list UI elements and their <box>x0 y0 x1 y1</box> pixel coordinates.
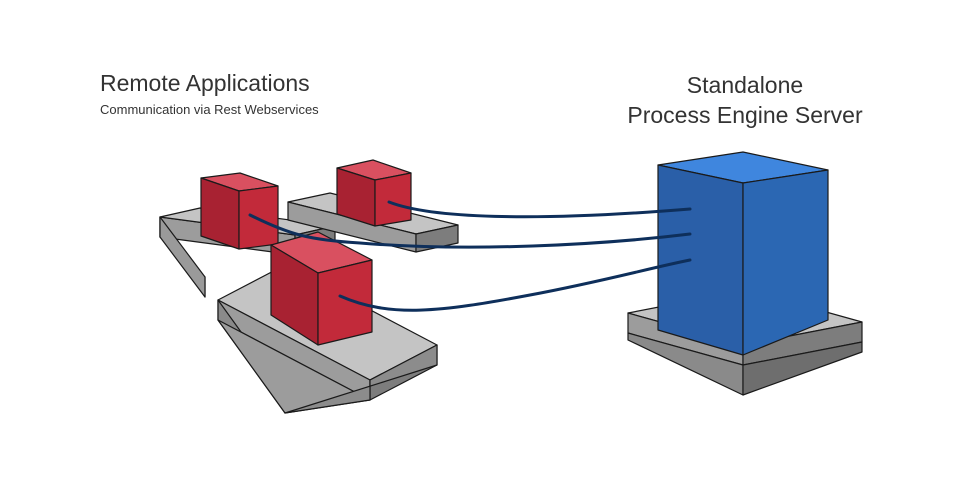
app-cube-1 <box>200 172 279 250</box>
app-cube-3 <box>270 231 373 346</box>
server-box <box>657 151 829 356</box>
app-cube-2 <box>336 159 412 227</box>
remote-applications-title: Remote Applications <box>100 70 310 96</box>
connection-line-1 <box>248 213 692 249</box>
remote-applications-subtitle: Communication via Rest Webservices <box>100 102 319 117</box>
connection-line-3 <box>338 258 692 312</box>
server-title-line-2: Process Engine Server <box>627 102 863 128</box>
server-title: Standalone Process Engine Server <box>615 70 875 130</box>
server-title-line-1: Standalone <box>686 72 804 98</box>
connection-line-2 <box>387 200 692 219</box>
